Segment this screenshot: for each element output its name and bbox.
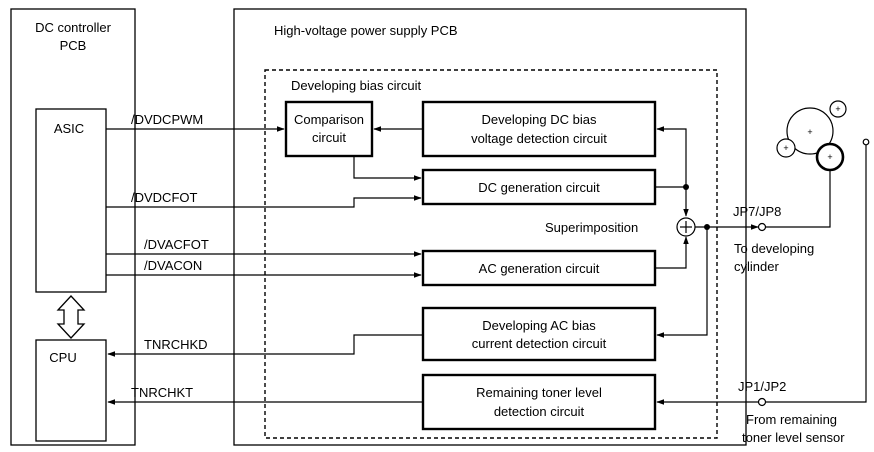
dvacon-label: /DVACON xyxy=(144,258,202,273)
hv-power-supply-pcb: High-voltage power supply PCB xyxy=(233,8,747,446)
feedback-to-dc-detect-line xyxy=(656,126,687,187)
ac-current-detection-block: Developing AC bias current detection cir… xyxy=(421,306,657,362)
jp7-jp8-label: JP7/JP8 xyxy=(733,204,781,219)
to-developing-line2: cylinder xyxy=(734,259,779,274)
dc-voltage-detection-block: Developing DC bias voltage detection cir… xyxy=(421,100,657,158)
toner-sensor-terminal-top xyxy=(862,138,870,146)
dc-junction-dot xyxy=(683,184,689,190)
ac-current-detection-line2: current detection circuit xyxy=(472,336,607,351)
asic-block: ASIC xyxy=(35,108,107,293)
jp7-jp8-terminal xyxy=(757,222,767,232)
dc-voltage-detection-line2: voltage detection circuit xyxy=(471,131,607,146)
from-toner-sensor-line2: toner level sensor xyxy=(742,430,845,445)
tnrchkd-line xyxy=(107,334,423,357)
dc-generation-block: DC generation circuit xyxy=(421,168,657,206)
cpu-label: CPU xyxy=(49,350,76,365)
toner-level-detection-line1: Remaining toner level xyxy=(476,385,602,400)
jp1-jp2-label: JP1/JP2 xyxy=(738,379,786,394)
developing-cylinder-rollers-icon: + + + + xyxy=(776,100,847,172)
comparison-circuit-block: Comparison circuit xyxy=(284,100,374,158)
toner-level-detection-line2: detection circuit xyxy=(494,404,585,419)
dc-controller-title-line2: PCB xyxy=(60,38,87,53)
developing-bias-circuit-label: Developing bias circuit xyxy=(291,78,421,93)
dvacfot-label: /DVACFOT xyxy=(144,237,209,252)
roller-plus-developing: + xyxy=(827,152,832,162)
ac-generation-label: AC generation circuit xyxy=(479,261,600,276)
dc-voltage-detection-line1: Developing DC bias xyxy=(482,112,597,127)
toner-level-detection-block: Remaining toner level detection circuit xyxy=(421,373,657,431)
feedback-to-ac-detect-line xyxy=(656,227,708,338)
ac-generation-block: AC generation circuit xyxy=(421,249,657,287)
dc-generation-label: DC generation circuit xyxy=(478,180,600,195)
dvdcfot-line xyxy=(106,195,422,208)
roller-plus-small-left: + xyxy=(783,143,788,153)
jp7-to-cylinder-line xyxy=(765,170,831,228)
asic-cpu-bus-arrow xyxy=(56,295,86,339)
ac-gen-to-superimposition-line xyxy=(655,236,689,269)
cpu-block: CPU xyxy=(35,339,107,442)
dc-controller-title-line1: DC controller xyxy=(35,20,112,35)
comparison-circuit-line2: circuit xyxy=(312,130,346,145)
toner-sensor-line xyxy=(766,145,867,403)
ac-current-detection-line1: Developing AC bias xyxy=(482,318,596,333)
comparison-circuit-line1: Comparison xyxy=(294,112,364,127)
roller-plus-main: + xyxy=(807,127,812,137)
superimposition-node xyxy=(676,217,696,237)
tnrchkt-label: TNRCHKT xyxy=(131,385,193,400)
hv-pcb-title: High-voltage power supply PCB xyxy=(274,23,458,38)
superimposition-label: Superimposition xyxy=(545,220,638,235)
roller-plus-small-top: + xyxy=(835,104,840,114)
dvdcfot-label: /DVDCFOT xyxy=(131,190,198,205)
asic-label: ASIC xyxy=(54,121,84,136)
tnrchkd-label: TNRCHKD xyxy=(144,337,208,352)
jp1-jp2-terminal xyxy=(757,397,767,407)
from-toner-sensor-line1: From remaining xyxy=(746,412,837,427)
dvdcpwm-label: /DVDCPWM xyxy=(131,112,203,127)
to-developing-line1: To developing xyxy=(734,241,814,256)
comparison-to-dc-gen-line xyxy=(353,156,422,181)
